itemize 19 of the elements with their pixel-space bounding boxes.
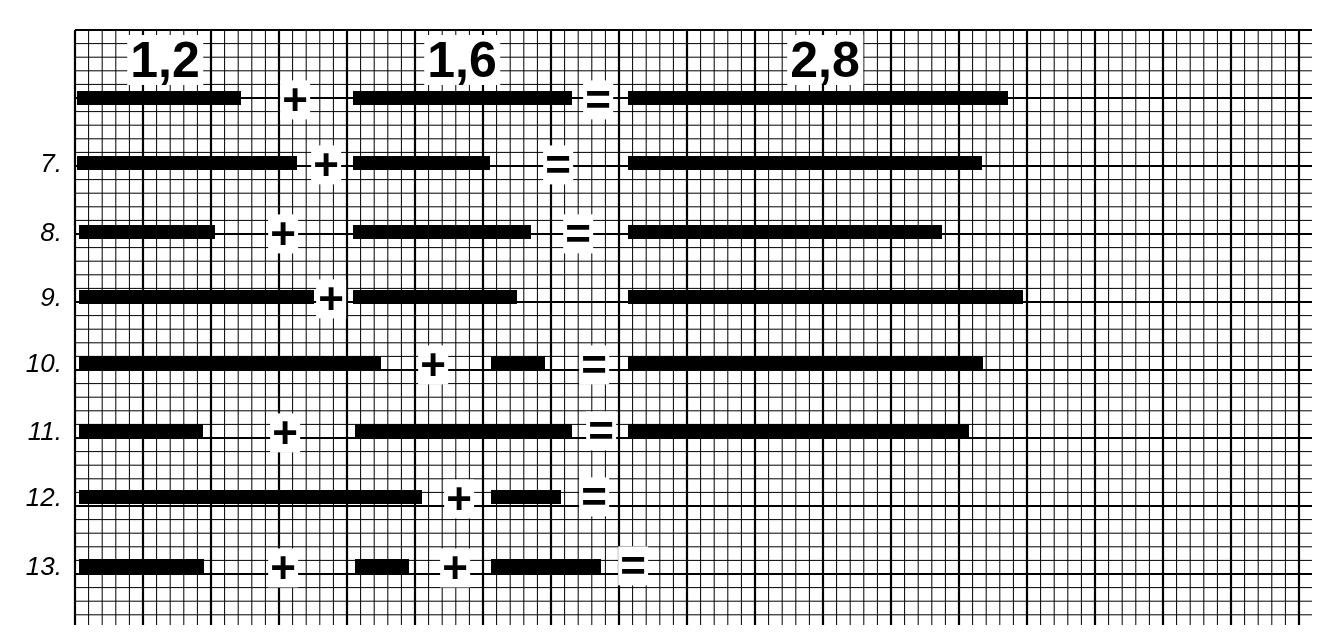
number-label: 2,8	[787, 35, 863, 85]
equals-sign: =	[583, 80, 613, 120]
equals-sign: =	[579, 345, 609, 385]
equals-sign: =	[618, 546, 648, 586]
plus-sign: +	[280, 80, 310, 120]
equals-sign: =	[586, 411, 616, 451]
plus-sign: +	[270, 413, 300, 453]
plus-sign: +	[268, 214, 298, 254]
number-label: 1,2	[127, 35, 203, 85]
plus-sign: +	[268, 548, 298, 588]
plus-sign: +	[440, 548, 470, 588]
number-label: 1,6	[424, 35, 500, 85]
plus-sign: +	[418, 345, 448, 385]
plus-sign: +	[316, 279, 346, 319]
plus-sign: +	[311, 145, 341, 185]
equals-sign: =	[543, 145, 573, 185]
plus-sign: +	[444, 479, 474, 519]
equals-sign: =	[563, 214, 593, 254]
equals-sign: =	[579, 477, 609, 517]
